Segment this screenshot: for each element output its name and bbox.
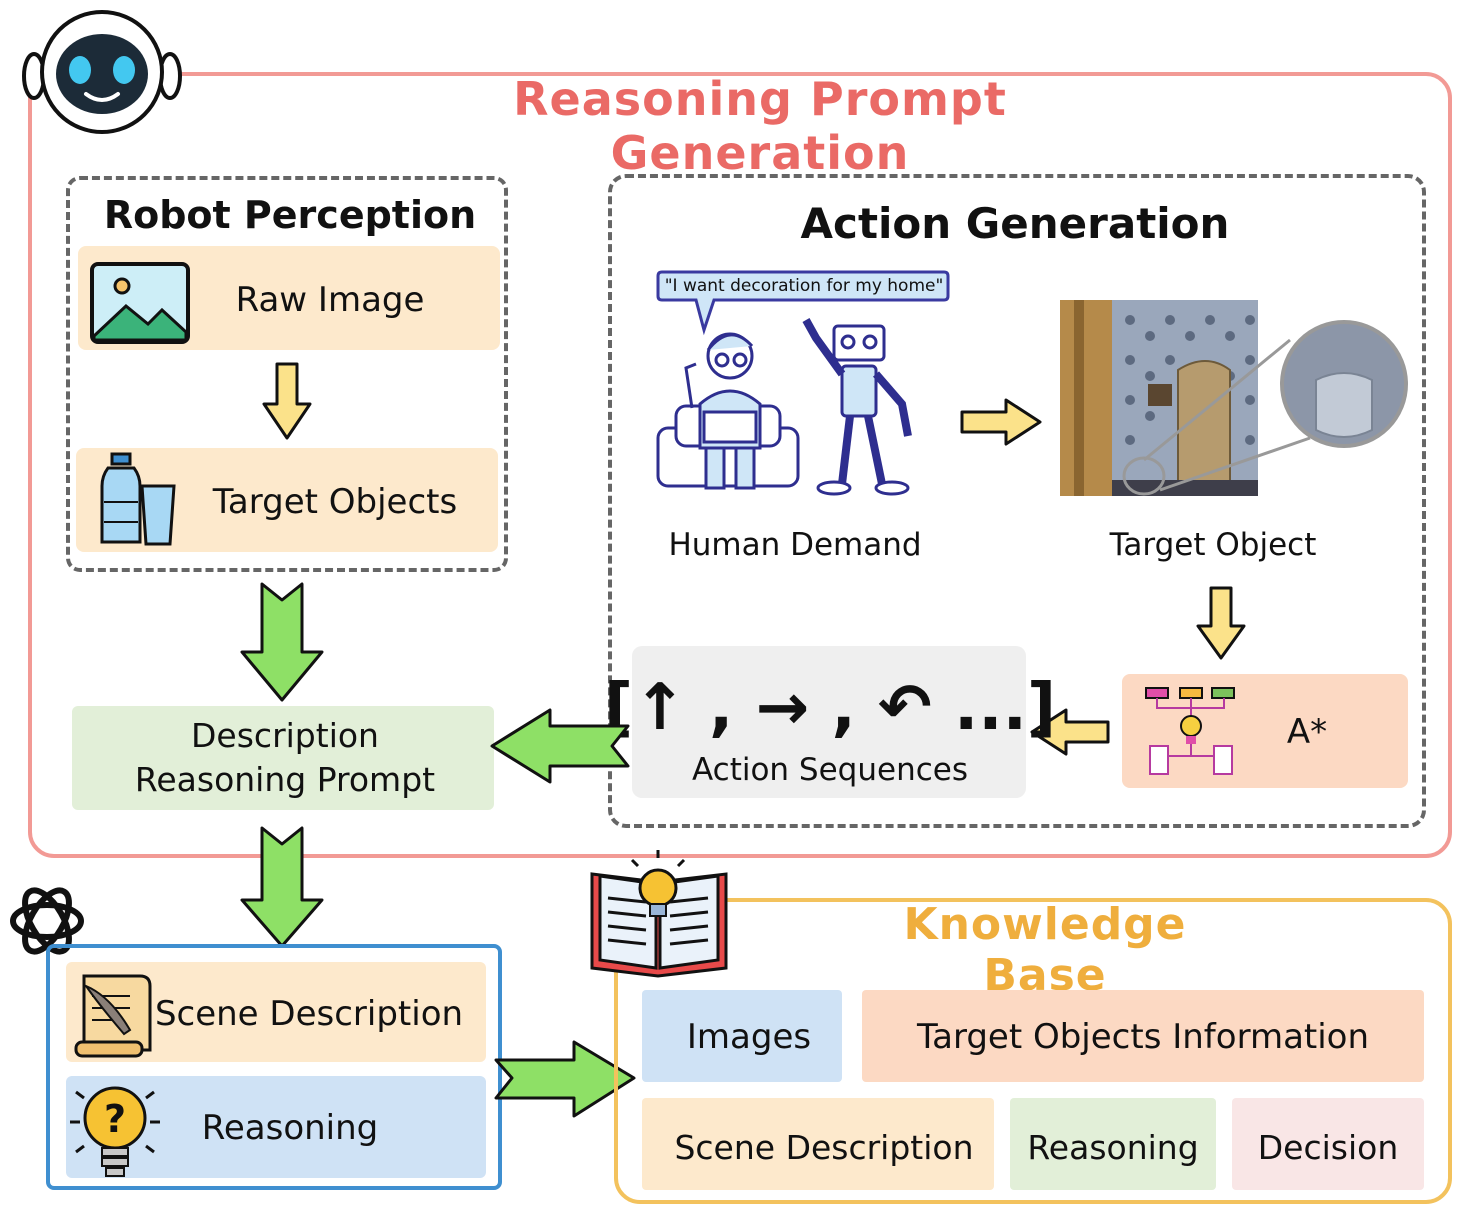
action-sequence-symbols: [↑ , → , ↶ ...] (603, 671, 1057, 745)
reasoning-label: Reasoning (201, 1108, 379, 1148)
green-down-arrow-icon-2 (240, 826, 324, 948)
astar-box (1122, 674, 1408, 788)
astar-label: A* (1286, 712, 1328, 752)
target-object-label: Target Object (1109, 527, 1317, 563)
green-right-arrow-icon (494, 1040, 636, 1118)
image-icon (90, 262, 190, 344)
green-left-arrow-icon (490, 708, 630, 784)
robot-perception-title: Robot Perception (103, 193, 477, 237)
water-bottle-icon (100, 452, 176, 546)
kb-target-info-label: Target Objects Information (916, 1017, 1370, 1057)
kb-reasoning-label: Reasoning (1027, 1127, 1199, 1167)
action-generation-title: Action Generation (800, 198, 1230, 248)
action-sequences-label: Action Sequences (691, 752, 968, 788)
magnifier-zoom (1143, 320, 1408, 492)
speech-bubble-icon (656, 270, 950, 336)
kb-decision-label: Decision (1257, 1127, 1399, 1167)
action-generation-frame (608, 174, 1426, 828)
down-arrow-icon (262, 362, 312, 440)
robot-perception-frame (66, 176, 508, 572)
down-arrow-icon-2 (1196, 586, 1246, 660)
knowledge-base-frame (614, 898, 1452, 1204)
raw-image-label: Raw Image (235, 280, 425, 320)
description-prompt-box (72, 706, 494, 810)
description-prompt-label: Description Reasoning Prompt (134, 716, 436, 799)
human-robot-illustration (656, 318, 912, 496)
question-bulb-icon: ? (70, 1086, 160, 1177)
speech-text: "I want decoration for my home" (664, 276, 944, 296)
planner-icon (1145, 687, 1235, 775)
openai-logo-icon (10, 887, 84, 955)
scene-description-label: Scene Description (154, 994, 464, 1034)
kb-reasoning-box (1010, 1098, 1216, 1190)
robot-avatar-icon (22, 10, 182, 134)
target-objects-label: Target Objects (212, 482, 458, 522)
reasoning-prompt-generation-frame (28, 72, 1452, 858)
right-arrow-icon (960, 398, 1042, 446)
left-arrow-icon (1030, 708, 1110, 756)
green-down-arrow-icon (240, 582, 324, 702)
kb-decision-box (1232, 1098, 1424, 1190)
kb-images-label: Images (686, 1017, 812, 1057)
kb-scene-description-box (642, 1098, 994, 1190)
scene-photo (1060, 300, 1258, 496)
book-bulb-icon (590, 850, 728, 978)
svg-text:?: ? (104, 1097, 126, 1141)
llm-output-frame (46, 944, 502, 1190)
kb-images-box (642, 990, 842, 1082)
human-demand-label: Human Demand (668, 527, 922, 563)
action-sequences-box (632, 646, 1026, 798)
scroll-quill-icon (74, 974, 152, 1058)
kb-target-info-box (862, 990, 1424, 1082)
kb-scene-description-label: Scene Description (674, 1127, 974, 1167)
knowledge-base-title: Knowledge Base (903, 899, 1187, 1001)
main-title: Reasoning Prompt Generation (513, 72, 1007, 180)
